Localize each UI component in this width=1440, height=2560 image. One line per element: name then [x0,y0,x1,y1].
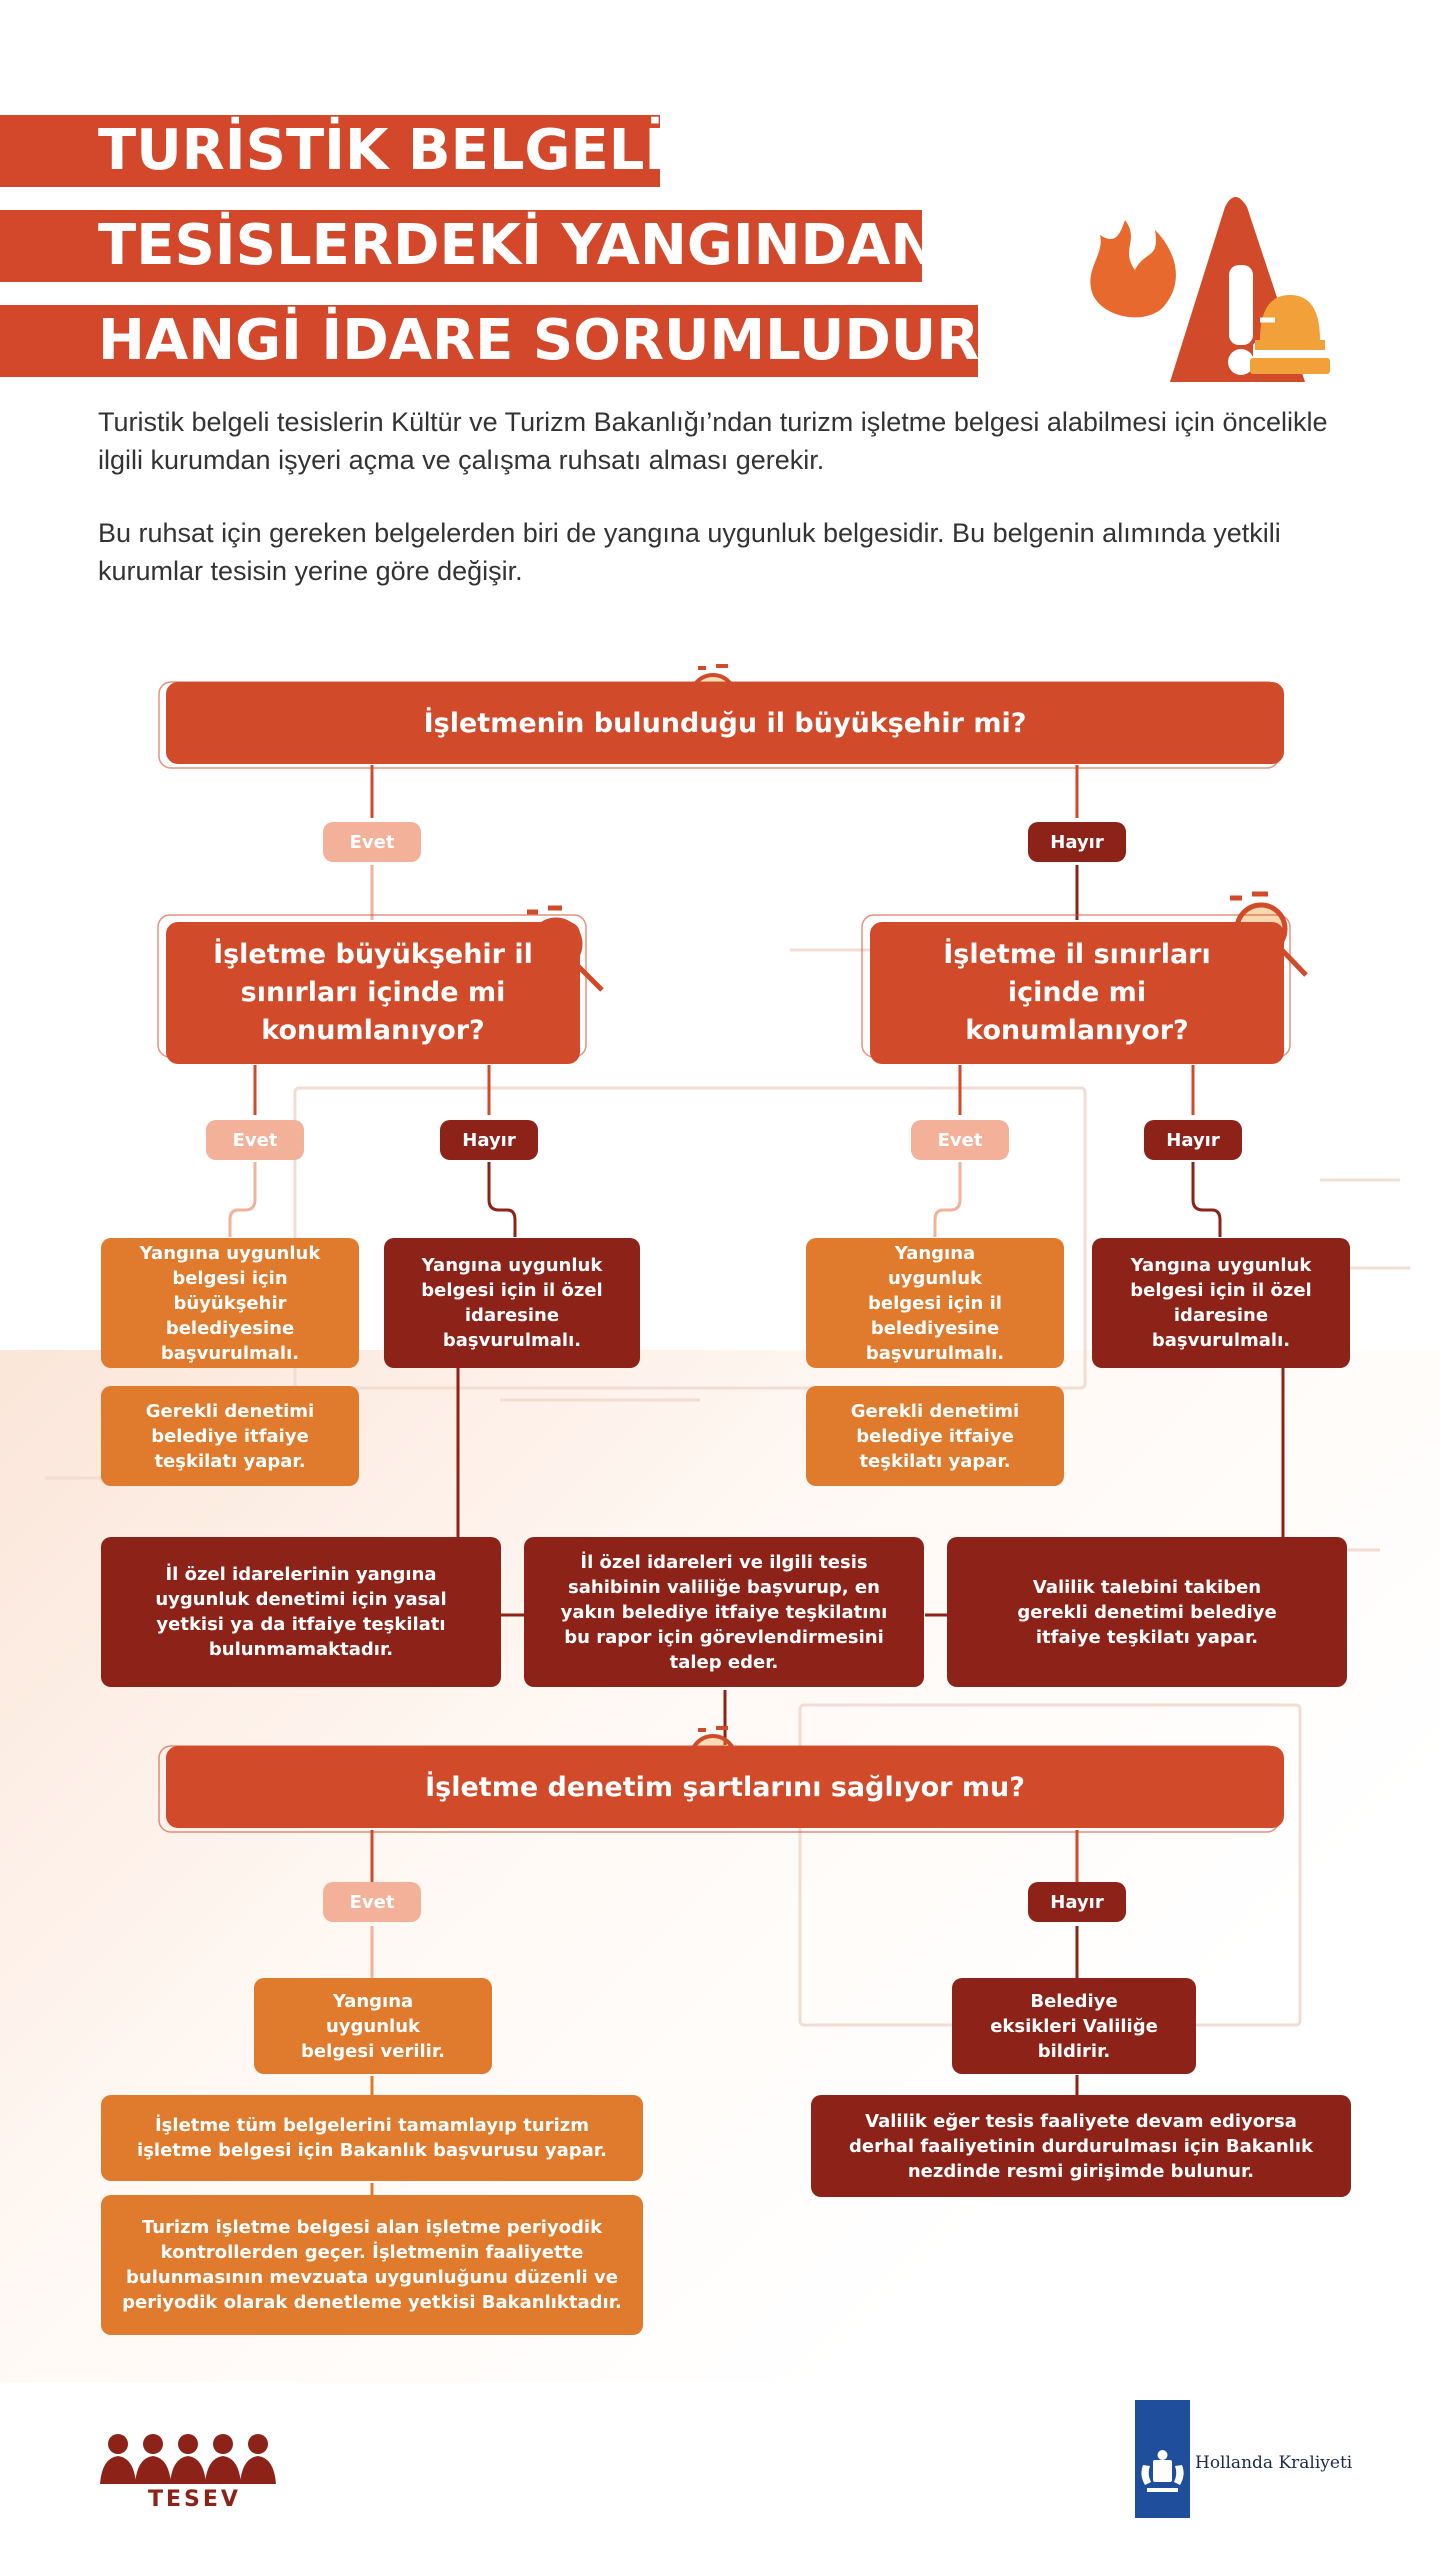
box-buyuksehir-belediyesi: Yangına uygunluk belgesi için büyükşehir… [101,1238,359,1368]
box-il-belediyesi: Yangına uygunluk belgesi için il belediy… [806,1238,1064,1368]
title-line-1: TURİSTİK BELGELİ [0,115,665,187]
box-il-ozel-idaresi-right: Yangına uygunluk belgesi için il özel id… [1092,1238,1350,1368]
left-no-label: Hayır [440,1120,538,1160]
q3-no-label: Hayır [1028,1882,1126,1922]
box-faaliyet-durdurma: Valilik eğer tesis faaliyete devam ediyo… [811,2095,1351,2197]
box-ozel-idare-yetkisi-yok: İl özel idarelerinin yangına uygunluk de… [101,1537,501,1687]
question-denetim-sartlari: İşletme denetim şartlarını sağlıyor mu? [166,1746,1284,1828]
box-belge-verilir: Yangına uygunluk belgesi verilir. [254,1978,492,2074]
fire-warning-alarm-icon [1090,197,1330,382]
title-line-2: TESİSLERDEKİ YANGINDAN [0,210,937,282]
q1-yes-label: Evet [323,822,421,862]
question-buyuksehir-sinirlari: İşletme büyükşehir il sınırları içinde m… [166,922,580,1064]
title-line-3: HANGİ İDARE SORUMLUDUR? [0,305,1012,377]
box-valilik-denetim: Valilik talebini takiben gerekli denetim… [947,1537,1347,1687]
footer [0,2382,1440,2560]
right-no-label: Hayır [1144,1120,1242,1160]
right-yes-label: Evet [911,1120,1009,1160]
box-eksik-bildirimi: Belediye eksikleri Valiliğe bildirir. [952,1978,1196,2074]
q3-yes-label: Evet [323,1882,421,1922]
box-belediye-itfaiye-right: Gerekli denetimi belediye itfaiye teşkil… [806,1386,1064,1486]
netherlands-crest-icon [1135,2400,1190,2518]
box-valilige-basvuru: İl özel idareleri ve ilgili tesis sahibi… [524,1537,924,1687]
question-istanbul-buyuksehir: İşletmenin bulunduğu il büyükşehir mi? [166,682,1284,764]
intro-paragraph-2: Bu ruhsat için gereken belgelerden biri … [98,518,1281,586]
box-periyodik-kontrol: Turizm işletme belgesi alan işletme peri… [101,2195,643,2335]
tesev-logo-icon [100,2434,276,2484]
tesev-logo-text: TESEV [148,2487,241,2512]
q1-no-label: Hayır [1028,822,1126,862]
box-il-ozel-idaresi-left: Yangına uygunluk belgesi için il özel id… [384,1238,640,1368]
question-il-sinirlari: İşletme il sınırları içinde mi konumlanı… [870,922,1284,1064]
box-bakanlik-basvurusu: İşletme tüm belgelerini tamamlayıp turiz… [101,2095,643,2181]
intro-paragraph-1: Turistik belgeli tesislerin Kültür ve Tu… [98,407,1328,475]
left-yes-label: Evet [206,1120,304,1160]
box-belediye-itfaiye-left: Gerekli denetimi belediye itfaiye teşkil… [101,1386,359,1486]
hollanda-kraliyeti-text: Hollanda Kraliyeti [1195,2453,1353,2473]
